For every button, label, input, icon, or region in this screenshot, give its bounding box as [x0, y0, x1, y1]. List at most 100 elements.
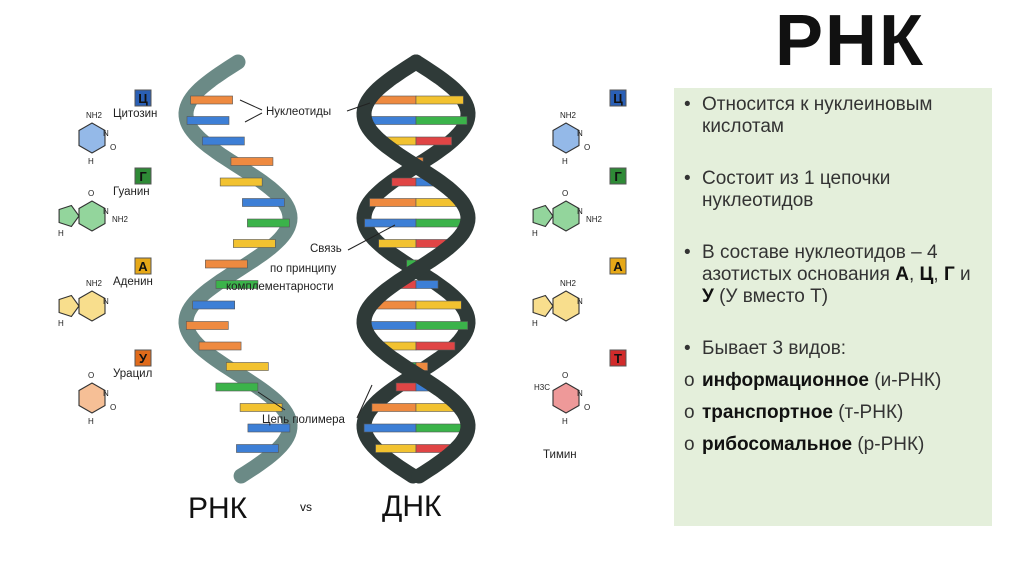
- base-ring: [78, 290, 106, 322]
- mol-amine: NH2: [112, 215, 129, 224]
- separator: ,: [933, 264, 944, 285]
- mol-oxygen: O: [110, 143, 116, 152]
- base-letter-box: [134, 167, 152, 185]
- annotations: Нуклеотиды Связь по принципу комплемента…: [188, 99, 442, 525]
- rna-nucleotide-rung: [215, 280, 259, 289]
- base-a: А: [895, 264, 909, 285]
- rna-nucleotide-rung: [230, 157, 274, 166]
- base-name: Тимин: [543, 449, 577, 461]
- dna-base-pair-right: [415, 280, 439, 289]
- bond-arrow: [347, 224, 396, 251]
- mol-nitrogen: N: [577, 389, 583, 398]
- mol-oxygen: O: [562, 371, 568, 380]
- dna-base-pair-right: [415, 321, 469, 330]
- base-ring: [552, 382, 580, 414]
- type-abbr: (т-РНК): [832, 402, 904, 423]
- mol-oxygen: O: [584, 143, 590, 152]
- base-letter: А: [138, 259, 148, 274]
- bond-label-1: Связь: [310, 243, 342, 255]
- chain-arrow-2: [356, 384, 373, 419]
- rna-nucleotide-rung: [233, 239, 276, 248]
- dna-helix: [356, 54, 476, 484]
- dna-base-pair-left: [395, 382, 417, 392]
- slide-title: РНК: [775, 1, 925, 81]
- rna-nucleotide-rung: [236, 444, 279, 453]
- base-letter-box: [134, 349, 152, 367]
- base-letter-box: [609, 89, 627, 107]
- base-letter-box: [134, 89, 152, 107]
- mol-oxygen: O: [562, 189, 568, 198]
- rna-nucleotide-rung: [202, 136, 245, 146]
- rna-nucleotide-rung: [185, 321, 229, 330]
- info-item-text: Бывает 3 видов:: [702, 338, 847, 359]
- dna-base-pair-left: [364, 218, 417, 228]
- chain-label: Цепь полимера: [262, 414, 346, 426]
- mol-atom-h: H: [562, 157, 568, 166]
- rna-vs-dna-diagram: ЦЦитозинHNH2ONГГуанинHNH2ONААденинHNH2NУ…: [58, 54, 627, 525]
- dna-base-pair-left: [363, 423, 417, 433]
- dna-base-pair-left: [378, 239, 417, 248]
- base-letter: Ц: [613, 91, 623, 106]
- separator: и: [954, 264, 971, 285]
- bond-label-3: комплементарности: [226, 281, 334, 293]
- dna-base-pair-right: [415, 116, 468, 125]
- nucleotides-label: Нуклеотиды: [266, 106, 331, 118]
- dna-base-pair-left: [391, 177, 417, 187]
- base-letter-box: [134, 257, 152, 275]
- base-letter: Т: [614, 351, 622, 366]
- mol-oxygen: O: [88, 371, 94, 380]
- base-letter-box: [609, 167, 627, 185]
- dna-base-pair-left: [371, 403, 417, 412]
- mol-nitrogen: N: [103, 389, 109, 398]
- base-letter: Г: [139, 169, 147, 184]
- mol-amine: NH2: [86, 111, 103, 120]
- nucleotide-arrow-2: [244, 112, 263, 123]
- base-letter: У: [139, 351, 148, 366]
- base-letter-box: [609, 349, 627, 367]
- bullet: •: [684, 242, 691, 263]
- bullet: •: [684, 94, 691, 115]
- mol-atom-h: H: [532, 319, 538, 328]
- rna-nucleotide-rung: [239, 403, 283, 412]
- mol-amine: NH2: [86, 279, 103, 288]
- base-ring-small: [532, 204, 554, 228]
- rna-nucleotide-rung: [205, 259, 248, 269]
- base-name: Аденин: [113, 276, 153, 288]
- info-item-nucleic-acids: •Относится к нуклеиновым кислотам: [682, 94, 984, 138]
- mol-nitrogen: N: [103, 297, 109, 306]
- base-letter: Ц: [138, 91, 148, 106]
- mol-atom-h: H: [58, 319, 64, 328]
- nucleotide-arrow-3: [346, 102, 371, 112]
- mol-nitrogen: N: [577, 129, 583, 138]
- base-name: Гуанин: [113, 186, 150, 198]
- mol-atom-h: H: [562, 417, 568, 426]
- nucleotide-arrow-1: [239, 99, 263, 111]
- base-ring: [78, 382, 106, 414]
- mol-nitrogen: N: [103, 129, 109, 138]
- base-letter: Г: [614, 169, 622, 184]
- dna-base-pair-right: [415, 136, 452, 146]
- dna-base-pair-right: [415, 300, 462, 310]
- rna-helix: [178, 54, 298, 484]
- base-ring: [552, 290, 580, 322]
- mol-nitrogen: N: [577, 297, 583, 306]
- dna-label: ДНК: [382, 490, 442, 523]
- bond-label-2: по принципу: [270, 263, 336, 275]
- mol-atom-h: H: [88, 157, 94, 166]
- type-name: информационное: [702, 370, 869, 391]
- base-u: У: [702, 286, 714, 307]
- base-letter: А: [613, 259, 623, 274]
- sub-bullet: o: [684, 402, 695, 423]
- rna-nucleotide-rung: [192, 300, 236, 310]
- info-item-types: •Бывает 3 видов:: [682, 338, 984, 360]
- rna-nucleotide-rung: [215, 382, 259, 392]
- rna-nucleotide-rung: [190, 95, 233, 105]
- type-abbr: (и-РНК): [868, 370, 942, 391]
- rna-nucleotide-rung: [219, 177, 263, 187]
- mol-amine: NH2: [586, 215, 603, 224]
- dna-base-pair-left: [375, 444, 417, 453]
